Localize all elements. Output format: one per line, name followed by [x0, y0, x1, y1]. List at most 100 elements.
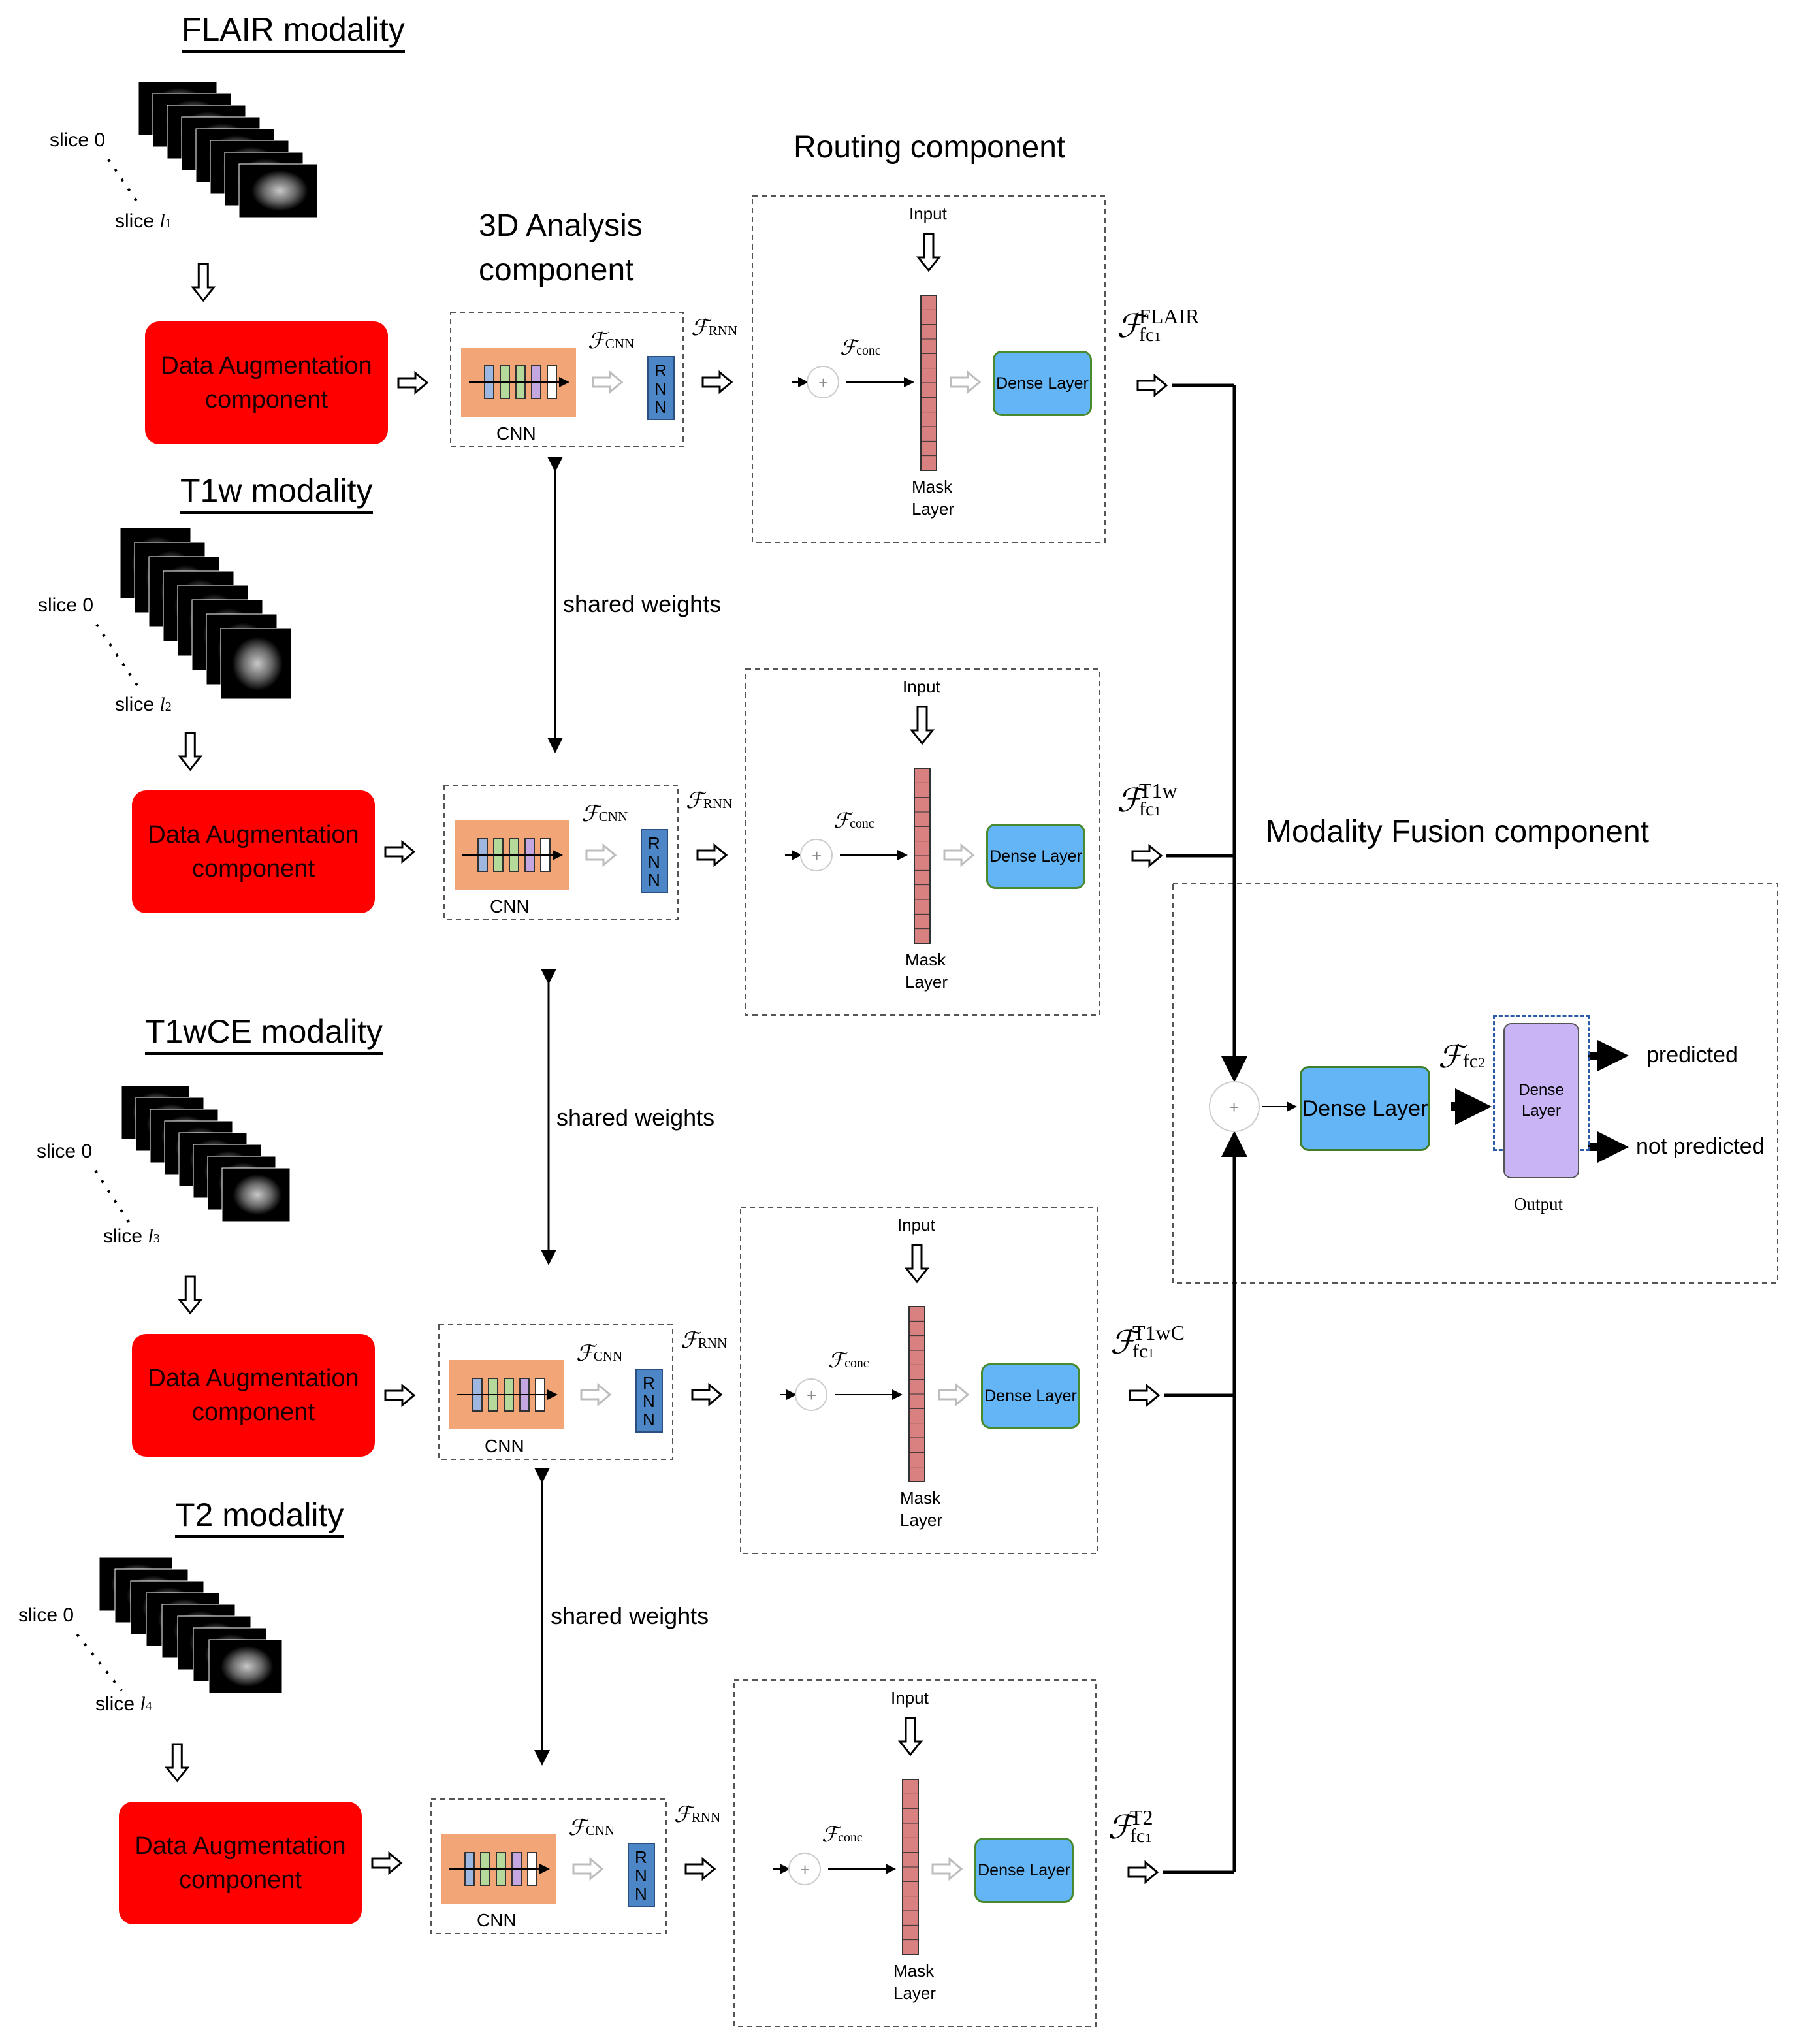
- modality-title-2: T1w modality: [180, 472, 373, 514]
- routing-output-arrow-3: [1129, 1383, 1161, 1408]
- cnn-label-3: CNN: [485, 1436, 524, 1456]
- f-conc-label-4: ℱconc: [822, 1823, 863, 1846]
- augmentation-line1: Data Augmentation: [148, 821, 359, 849]
- route-input-label-2: Input: [903, 677, 940, 696]
- mask-label-line1-1: Mask: [912, 477, 953, 496]
- rnn-letter-1-2: N: [654, 397, 667, 417]
- mri-stack-2: [95, 527, 292, 700]
- modality-title-3: T1wCE modality: [145, 1013, 383, 1055]
- mri-brain-4-7: [220, 1646, 274, 1687]
- output-dense-line1: Dense: [1518, 1081, 1564, 1099]
- concat-plus-4: +: [800, 1860, 810, 1879]
- slice-dots-4: [76, 1633, 123, 1692]
- slice-dots-1: [107, 158, 142, 209]
- mri-brain-3-7: [233, 1174, 282, 1216]
- augmentation-line1: Data Augmentation: [148, 1365, 359, 1392]
- route-input-label-4: Input: [891, 1688, 929, 1708]
- not-predicted-label: not predicted: [1636, 1134, 1765, 1159]
- cnn-to-rnn-arrow-2: [585, 843, 617, 868]
- augmentation-line2: component: [204, 386, 328, 414]
- f-conc-label-1: ℱconc: [840, 336, 881, 359]
- cnn-to-rnn-arrow-4: [572, 1857, 604, 1881]
- concat-node-1: [807, 366, 839, 398]
- rnn-letter-4-1: N: [635, 1866, 647, 1885]
- augmentation-box-1: Data Augmentation component: [145, 321, 388, 444]
- input-down-arrow-1: [916, 233, 942, 272]
- rnn-letter-4-2: N: [635, 1884, 647, 1904]
- rnn-letter-2-0: R: [648, 834, 660, 853]
- output-dense-line2: Layer: [1521, 1102, 1562, 1120]
- analysis-box-2: [443, 785, 679, 920]
- cnn-to-routing-arrow-3: [691, 1382, 723, 1407]
- concat-node-3: [795, 1378, 827, 1411]
- route-input-label-3: Input: [897, 1215, 935, 1235]
- pipeline-lanes: [165, 195, 1234, 2027]
- rnn-letter-3-1: N: [643, 1391, 655, 1411]
- rnn-letter-3-2: N: [643, 1410, 655, 1429]
- slice-last-label-4: slice l4: [95, 1693, 152, 1715]
- mri-stack-1: [107, 81, 318, 218]
- rnn-letter-4-0: R: [635, 1847, 647, 1867]
- mri-stack-4: [76, 1557, 283, 1694]
- shared-weights-label-3: shared weights: [551, 1602, 709, 1629]
- concat-node-2: [800, 839, 833, 871]
- aug-to-cnn-arrow-4: [371, 1851, 403, 1875]
- routing-box-4: [733, 1679, 1097, 2027]
- f-cnn-label-4: ℱCNN: [568, 1816, 615, 1840]
- mri-brain-2-7: [232, 636, 283, 691]
- mask-label-line2-2: Layer: [905, 972, 948, 992]
- modality-title-4: T2 modality: [175, 1496, 344, 1538]
- input-down-arrow-3: [904, 1244, 930, 1284]
- concat-plus-3: +: [807, 1386, 817, 1405]
- f-cnn-label-1: ℱCNN: [588, 329, 635, 353]
- f-rnn-label-4: ℱRNN: [674, 1803, 721, 1827]
- augmentation-line1: Data Augmentation: [135, 1832, 346, 1860]
- rnn-letter-2-2: N: [648, 870, 660, 890]
- cnn-label-1: CNN: [496, 423, 536, 444]
- fusion-component-title: Modality Fusion component: [1266, 815, 1649, 849]
- augmentation-line1: Data Augmentation: [161, 352, 372, 380]
- down-arrow-2: [178, 732, 203, 771]
- cnn-label-2: CNN: [490, 896, 530, 917]
- f-conc-label-3: ℱconc: [828, 1348, 869, 1372]
- routing-output-arrow-2: [1131, 843, 1163, 868]
- concat-plus-2: +: [812, 846, 822, 866]
- shared-weights-label-1: shared weights: [563, 591, 722, 617]
- slice-first-label-3: slice 0: [37, 1141, 93, 1162]
- routing-dense-layer-3: Dense Layer: [981, 1363, 1080, 1429]
- f-cnn-label-3: ℱCNN: [576, 1342, 623, 1366]
- mri-slice-stacks: [76, 81, 318, 1694]
- augmentation-line2: component: [191, 1399, 315, 1426]
- cnn-to-routing-arrow-1: [701, 370, 733, 395]
- routing-dense-layer-1: Dense Layer: [993, 351, 1092, 416]
- fusion-plus: +: [1229, 1097, 1239, 1117]
- feature-fc2-label: ℱfc2: [1438, 1040, 1486, 1075]
- slice-first-label-2: slice 0: [38, 594, 94, 616]
- cnn-to-rnn-arrow-3: [580, 1382, 612, 1407]
- route-input-label-1: Input: [909, 204, 947, 223]
- mask-label-line2-1: Layer: [912, 499, 955, 519]
- mask-to-dense-arrow-4: [931, 1857, 963, 1881]
- fusion-dense-layer-label: Dense Layer: [1302, 1095, 1428, 1121]
- routing-output-arrow-4: [1127, 1860, 1159, 1885]
- down-arrow-3: [178, 1275, 203, 1315]
- rnn-letter-2-1: N: [648, 852, 660, 871]
- f-cnn-label-2: ℱCNN: [581, 802, 628, 826]
- mask-label-line1-4: Mask: [893, 1961, 935, 1981]
- lane-4: [165, 1679, 1234, 2027]
- routing-component-title: Routing component: [794, 130, 1066, 165]
- augmentation-line2: component: [178, 1866, 302, 1894]
- fusion-dense-layer: Dense Layer: [1300, 1066, 1430, 1151]
- augmentation-box-2: Data Augmentation component: [132, 790, 375, 913]
- f-rnn-label-2: ℱRNN: [686, 789, 733, 813]
- slice-last-label-2: slice l2: [115, 694, 172, 715]
- fusion-connections: +: [1172, 385, 1778, 1872]
- down-arrow-1: [191, 263, 216, 302]
- slice-first-label-4: slice 0: [18, 1604, 74, 1626]
- fusion-concat-node: [1209, 1081, 1260, 1132]
- augmentation-line2: component: [191, 855, 315, 883]
- output-dense-layer: Dense Layer: [1503, 1023, 1579, 1178]
- slice-first-label-1: slice 0: [50, 129, 106, 151]
- cnn-to-rnn-arrow-1: [592, 370, 624, 395]
- augmentation-box-4: Data Augmentation component: [119, 1802, 362, 1924]
